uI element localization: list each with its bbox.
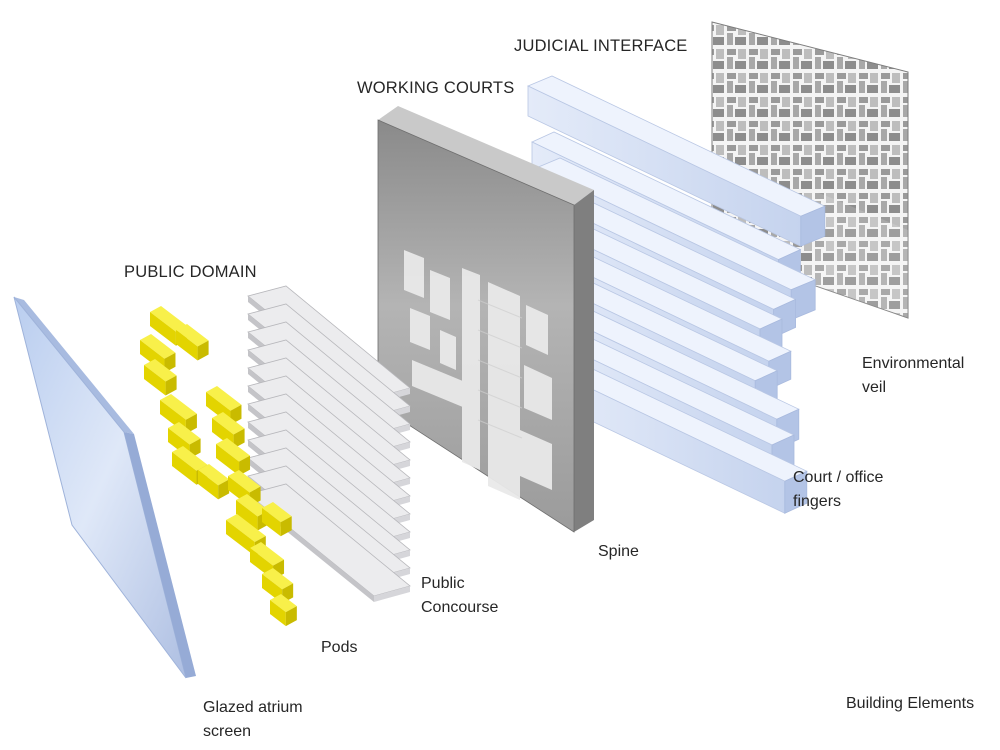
label-public-domain: PUBLIC DOMAIN	[124, 260, 257, 284]
label-public-concourse-line1: Public	[421, 572, 498, 596]
label-environmental-veil-line2: veil	[862, 376, 964, 400]
label-spine: Spine	[598, 540, 639, 564]
label-working-courts: WORKING COURTS	[357, 76, 514, 100]
label-building-elements: Building Elements	[846, 692, 974, 716]
label-glazed-atrium-screen-line2: screen	[203, 720, 303, 744]
label-glazed-atrium-screen: Glazed atrium screen	[203, 696, 303, 744]
label-glazed-atrium-screen-line1: Glazed atrium	[203, 696, 303, 720]
label-judicial-interface: JUDICIAL INTERFACE	[514, 34, 688, 58]
label-environmental-veil: Environmental veil	[862, 352, 964, 400]
label-pods: Pods	[321, 636, 357, 660]
label-court-office-fingers-line1: Court / office	[793, 466, 883, 490]
label-public-concourse-line2: Concourse	[421, 596, 498, 620]
label-environmental-veil-line1: Environmental	[862, 352, 964, 376]
label-public-concourse: Public Concourse	[421, 572, 498, 620]
label-court-office-fingers-line2: fingers	[793, 490, 883, 514]
label-court-office-fingers: Court / office fingers	[793, 466, 883, 514]
